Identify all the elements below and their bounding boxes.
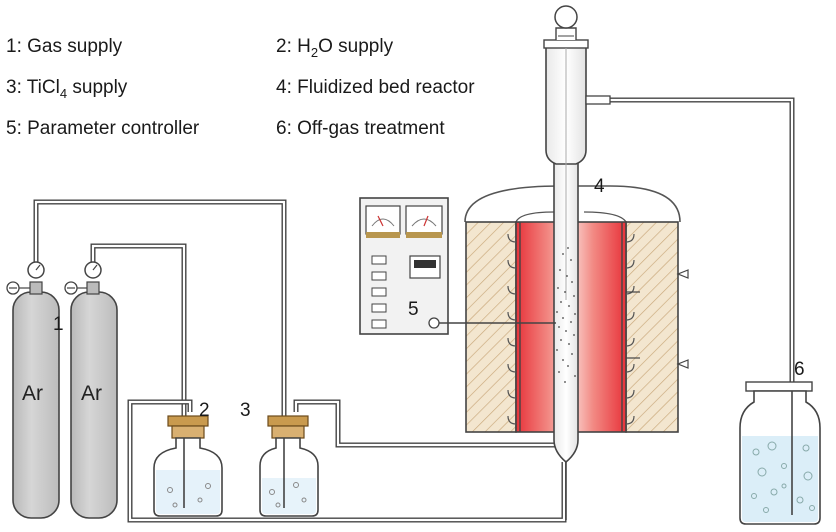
parameter-controller xyxy=(359,197,556,335)
gas-lines xyxy=(33,97,795,523)
label-number-4: 4 xyxy=(594,176,605,197)
legend-item-off-gas-treatment: 6: Off-gas treatment xyxy=(276,118,445,139)
legend-item-h2o-supply: 2: H2O supply xyxy=(276,36,394,60)
legend-item-ticl4-supply: 3: TiCl4 supply xyxy=(6,77,128,101)
fluidized-bed-reactor xyxy=(543,5,611,520)
label-number-5: 5 xyxy=(408,299,419,320)
h2o-bubbler xyxy=(153,415,223,517)
gas-cylinder-left xyxy=(6,261,60,519)
cylinder-gas-label-right: Ar xyxy=(81,382,102,405)
particle-bed xyxy=(556,247,576,383)
off-gas-bottle xyxy=(739,381,821,525)
label-number-6: 6 xyxy=(794,359,805,380)
legend-item-parameter-controller: 5: Parameter controller xyxy=(6,118,200,139)
legend-item-gas-supply: 1: Gas supply xyxy=(6,36,123,57)
label-number-2: 2 xyxy=(199,400,210,421)
gas-cylinder-right xyxy=(64,261,118,519)
ticl4-bubbler xyxy=(259,415,319,517)
legend-item-fluidized-bed-reactor: 4: Fluidized bed reactor xyxy=(276,77,475,98)
cylinder-gas-label-left: Ar xyxy=(22,382,43,405)
label-number-1: 1 xyxy=(53,314,64,335)
label-number-3: 3 xyxy=(240,400,251,421)
